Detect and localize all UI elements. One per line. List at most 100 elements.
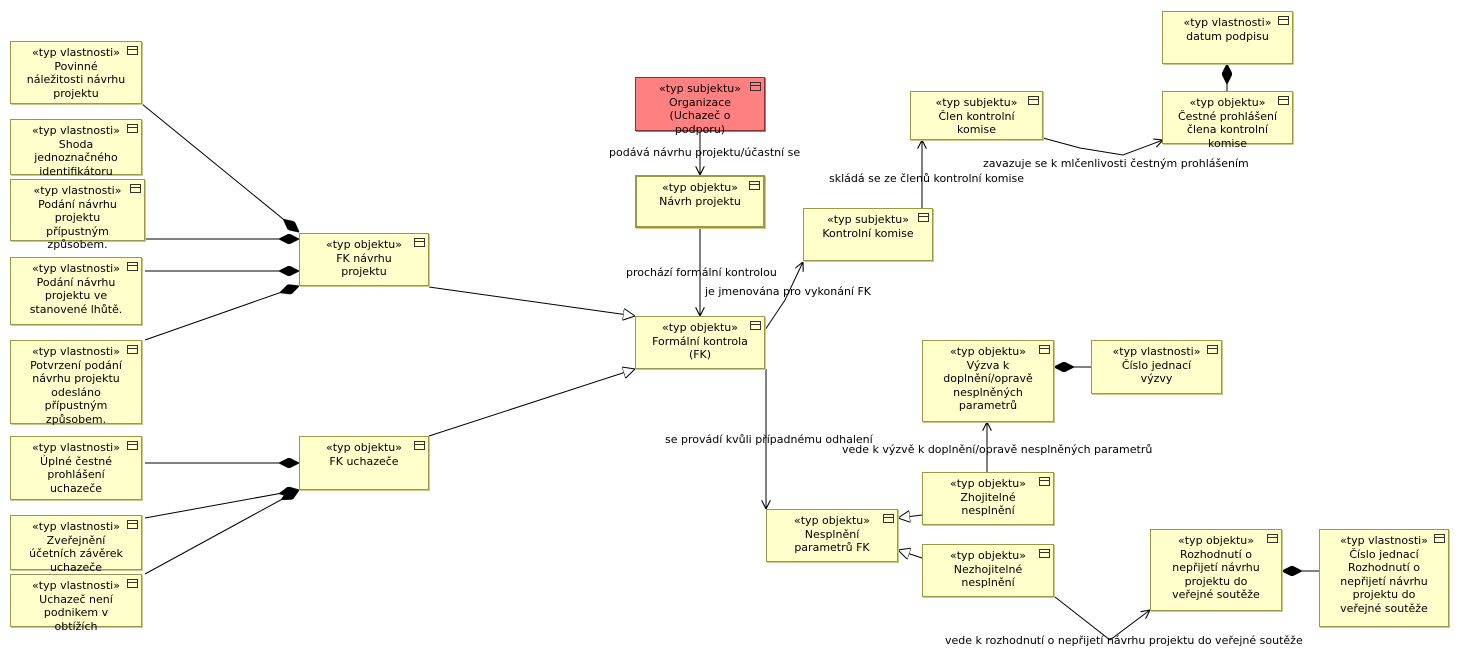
node-uchazec-neni-v-obtizich[interactable]: «typ vlastnosti» Uchazeč není podnikem v… [10,574,142,633]
node-formalni-kontrola[interactable]: «typ objektu» Formální kontrola (FK) [635,316,765,369]
edge-label-se-provadi: se provádí kvůli případnému odhalení [665,433,873,446]
node-kontrolni-komise[interactable]: «typ subjektu» Kontrolní komise [803,208,933,261]
class-icon [1278,96,1289,105]
generalization-line [428,286,635,316]
node-nezhojitelne-nesplneni[interactable]: «typ objektu» Nezhojitelné nesplnění [922,544,1054,597]
node-name: Potvrzení podání návrhu projektu odeslán… [30,358,122,426]
node-stereotype: «typ vlastnosti» [32,124,120,137]
node-stereotype: «typ vlastnosti» [32,345,120,358]
node-stereotype: «typ objektu» [950,345,1026,358]
node-name: Čestné prohlášení člena kontrolní komise [1177,109,1278,150]
node-stereotype: «typ objektu» [1189,96,1266,109]
generalization-line [428,369,635,437]
node-name: FK uchazeče [329,454,399,468]
class-icon [1267,534,1278,543]
composition-line [141,103,299,232]
edge-label-vede-k-rozhodnuti: vede k rozhodnutí o nepřijetí návrhu pro… [945,634,1303,647]
class-icon [1039,549,1050,558]
class-icon [127,579,138,588]
association-line [1054,596,1150,641]
node-stereotype: «typ objektu» [950,477,1026,490]
node-potvrzeni-podani[interactable]: «typ vlastnosti» Potvrzení podání návrhu… [10,340,142,426]
class-icon [127,262,138,271]
node-stereotype: «typ objektu» [1178,534,1254,547]
node-clen-kontrolni-komise[interactable]: «typ subjektu» Člen kontrolní komise [910,91,1043,140]
node-name: Podání návrhu projektu ve stanovené lhůt… [29,275,123,316]
class-icon [1039,477,1050,486]
node-povinne-nalezitosti[interactable]: «typ vlastnosti» Povinné náležitosti náv… [10,41,142,104]
composition-line [144,286,299,341]
node-podani-pripustnym[interactable]: «typ vlastnosti» Podání návrhu projektu … [10,179,145,251]
node-name: Povinné náležitosti návrhu projektu [26,59,126,100]
node-vyzva-k-doplneni[interactable]: «typ objektu» Výzva k doplnění/opravě ne… [922,340,1054,422]
node-uplne-prohlaseni[interactable]: «typ vlastnosti» Úplné čestné prohlášení… [10,436,142,500]
node-name: datum podpisu [1186,29,1269,43]
node-stereotype: «typ objektu» [326,441,402,454]
node-zhojitelne-nesplneni[interactable]: «typ objektu» Zhojitelné nesplnění [922,472,1054,525]
node-stereotype: «typ vlastnosti» [33,184,122,197]
generalization-line [898,515,923,518]
node-podani-lhute[interactable]: «typ vlastnosti» Podání návrhu projektu … [10,257,142,325]
class-icon [127,441,138,450]
node-cislo-jednaci-vyzvy[interactable]: «typ vlastnosti» Číslo jednací výzvy [1091,340,1222,394]
edge-label-sklada-se: skládá se ze členů kontrolní komise [829,172,1025,185]
node-cestne-prohlaseni-clena[interactable]: «typ objektu» Čestné prohlášení člena ko… [1162,91,1293,150]
edge-label-prochazi: prochází formální kontrolou [626,266,777,279]
node-name: Člen kontrolní komise [938,109,1015,137]
composition-line [144,490,299,575]
node-name: Shoda jednoznačného identifikátoru [34,137,118,178]
node-stereotype: «typ vlastnosti» [32,262,120,275]
node-stereotype: «typ subjektu» [827,213,909,226]
node-organizace[interactable]: «typ subjektu» Organizace (Uchazeč o pod… [635,77,765,136]
class-icon [1028,96,1039,105]
node-stereotype: «typ subjektu» [659,82,741,95]
class-icon [749,181,760,190]
node-stereotype: «typ vlastnosti» [32,441,120,454]
association-line [1042,137,1163,156]
class-icon [918,213,929,222]
class-icon [127,124,138,133]
node-name: Kontrolní komise [822,226,914,240]
node-stereotype: «typ subjektu» [935,96,1018,109]
class-icon [130,184,141,193]
node-name: Úplné čestné prohlášení uchazeče [40,454,112,495]
node-name: Podání návrhu projektu přípustným způsob… [38,197,117,252]
node-zverejneni-zaverek[interactable]: «typ vlastnosti» Zveřejnění účetních záv… [10,515,142,574]
node-navrh-projektu[interactable]: «typ objektu» Návrh projektu [635,175,765,228]
node-stereotype: «typ vlastnosti» [1183,16,1272,29]
node-stereotype: «typ objektu» [794,514,870,527]
class-icon [1039,345,1050,354]
node-stereotype: «typ objektu» [662,321,738,334]
node-datum-podpisu[interactable]: «typ vlastnosti» datum podpisu [1162,11,1293,64]
node-fk-uchazece[interactable]: «typ objektu» FK uchazeče [299,436,429,490]
association-line [764,262,803,331]
edge-label-vede-k-vyzve: vede k výzvě k doplnění/opravě nesplněný… [842,443,1153,456]
class-icon [750,82,761,91]
node-name: Zveřejnění účetních závěrek uchazeče [29,533,123,574]
node-nesplneni-parametru-fk[interactable]: «typ objektu» Nesplnění parametrů FK [766,509,898,562]
node-name: Číslo jednací Rozhodnutí o nepřijetí náv… [1340,547,1428,615]
node-name: Formální kontrola (FK) [652,334,748,362]
generalization-line [898,550,923,558]
node-cislo-jednaci-rozhodnuti[interactable]: «typ vlastnosti» Číslo jednací Rozhodnut… [1319,529,1449,627]
node-name: Zhojitelné nesplnění [960,490,1016,518]
class-icon [414,238,425,247]
node-shoda-identifikatoru[interactable]: «typ vlastnosti» Shoda jednoznačného ide… [10,119,142,178]
node-stereotype: «typ vlastnosti» [1340,534,1428,547]
node-name: Nezhojitelné nesplnění [953,562,1023,590]
node-stereotype: «typ objektu» [326,238,402,251]
class-icon [1207,345,1218,354]
node-name: Číslo jednací výzvy [1121,358,1192,386]
node-rozhodnuti-o-neprijeti[interactable]: «typ objektu» Rozhodnutí o nepřijetí náv… [1150,529,1282,611]
node-name: FK návrhu projektu [336,251,392,279]
node-name: Nesplnění parametrů FK [794,527,870,555]
node-stereotype: «typ objektu» [950,549,1026,562]
edge-label-zavazuje: zavazuje se k mlčenlivosti čestným prohl… [983,157,1249,170]
class-icon [127,46,138,55]
node-fk-navrhu-projektu[interactable]: «typ objektu» FK návrhu projektu [299,233,429,286]
class-icon [1278,16,1289,25]
edge-label-jmenovana: je jmenována pro vykonání FK [705,285,872,298]
node-stereotype: «typ vlastnosti» [1112,345,1201,358]
node-name: Rozhodnutí o nepřijetí návrhu projektu d… [1172,547,1260,602]
